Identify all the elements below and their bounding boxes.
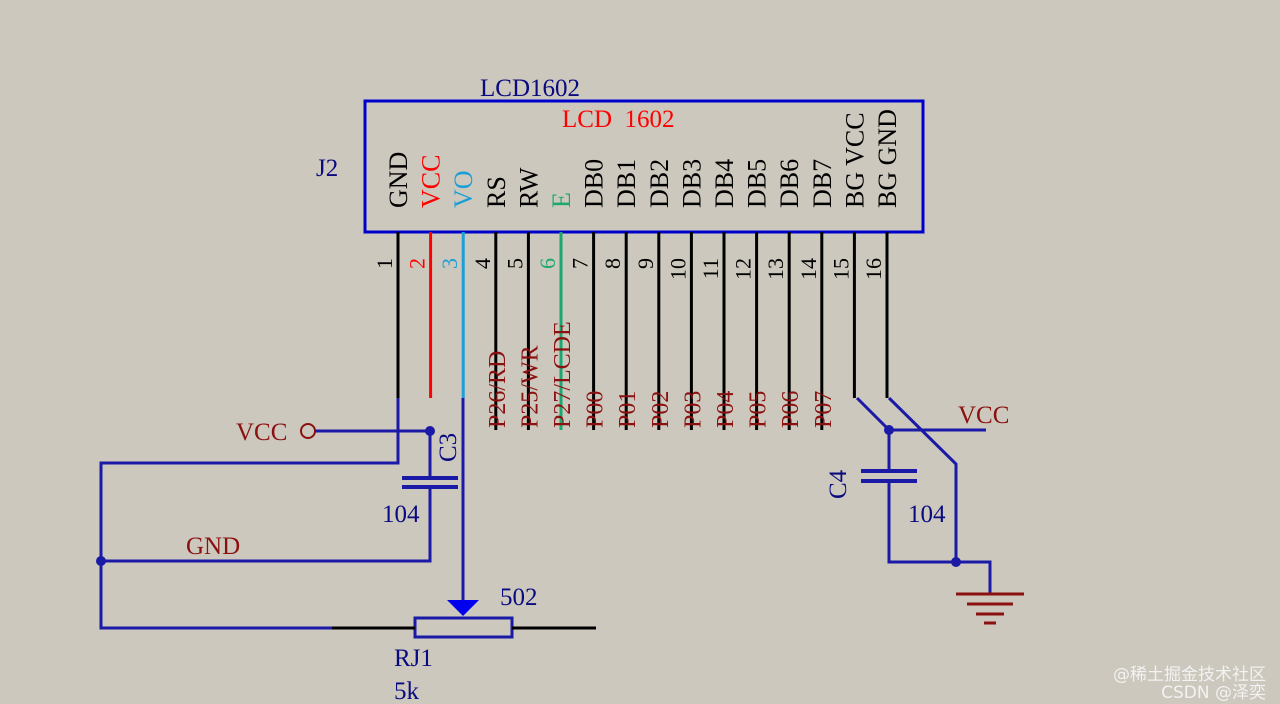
bg-vcc-wire [855,396,891,471]
pin-11-net-label: P04 [713,391,739,428]
pin-13-number: 13 [763,258,788,280]
pin-14-number: 14 [796,258,821,280]
pin-6-number: 6 [535,258,560,269]
pin-2-number: 2 [405,258,430,269]
pin-7-name: DB0 [580,159,609,208]
pin-3-number: 3 [437,258,462,269]
lcd-component-box [363,99,925,234]
junction-vcc-c4 [884,425,894,435]
component-title: LCD1602 [480,75,580,102]
ground-symbol [956,592,1024,625]
rj-value-label: 5k [394,678,420,704]
bg-gnd-wire [887,396,958,562]
pin-12-number: 12 [731,258,756,280]
c3-bottom-lead [101,487,432,563]
potentiometer-body [413,616,514,639]
pin-7-number: 7 [568,258,593,269]
c3-name-label: C3 [435,433,462,462]
pin-12-net-label: P05 [746,391,772,428]
pin-13-name: DB6 [775,159,804,208]
component-ref: J2 [316,155,338,182]
pin-14-name: DB7 [808,159,837,208]
right-circuit: VCC C4 104 [825,396,1024,625]
pin-5-name: RW [514,167,543,208]
pin-15-number: 15 [828,258,853,280]
vcc-right-label: VCC [958,402,1009,429]
pin-4-name: RS [482,176,511,208]
pin-6-net-label: P27/LCDE [550,321,576,428]
component-inner-title: LCD 1602 [562,106,675,133]
pin-16-name: BG GND [873,109,902,208]
c4-name-label: C4 [825,469,852,499]
c4-value-label: 104 [908,501,946,528]
junction-gnd-right [951,557,961,567]
left-circuit: C3 104 VCC GND 502 RJ1 5k [96,398,596,704]
pin-8-name: DB1 [612,159,641,208]
pin-3-name: VO [449,170,478,208]
pin-10-name: DB3 [677,159,706,208]
pin-11-name: DB4 [710,159,739,208]
c3-value-label: 104 [382,501,420,528]
pin-15-name: BG VCC [840,112,869,208]
vcc-terminal-circle [300,423,316,439]
pin-1-number: 1 [372,258,397,269]
pin-16-number: 16 [861,258,886,280]
pin-10-net-label: P03 [680,391,706,428]
c4-bottom-lead [887,481,992,593]
pin-9-name: DB2 [645,159,674,208]
watermark-line2: CSDN @泽奕 [1161,683,1266,703]
pin-11-number: 11 [698,258,723,279]
pin-10-number: 10 [665,258,690,280]
watermark-line1: @稀土掘金技术社区 [1113,665,1266,685]
pin-5-number: 5 [502,258,527,269]
pin-13-net-label: P06 [778,391,804,428]
pin-9-net-label: P02 [648,391,674,428]
gnd-net-label: GND [186,533,240,560]
pin-9-number: 9 [633,258,658,269]
gnd-pin1-wire [99,398,415,630]
pin-5-net-label: P25/WR [517,345,543,428]
pin-8-number: 8 [600,258,625,269]
pin-1-name: GND [384,152,413,208]
pin-14-net-label: P07 [811,391,837,428]
pot-wiper-arrow [447,600,479,616]
pin-4-net-label: P26/RD [485,351,511,428]
pot-value-label: 502 [500,584,538,611]
pin-7-net-label: P00 [583,391,609,428]
pin-6-name: E [547,192,576,208]
pin-4-number: 4 [470,258,495,269]
vcc-left-label: VCC [236,419,287,446]
pin-12-name: DB5 [743,159,772,208]
rj-name-label: RJ1 [394,645,433,672]
pin-2-name: VCC [417,155,446,208]
pin-8-net-label: P01 [615,391,641,428]
